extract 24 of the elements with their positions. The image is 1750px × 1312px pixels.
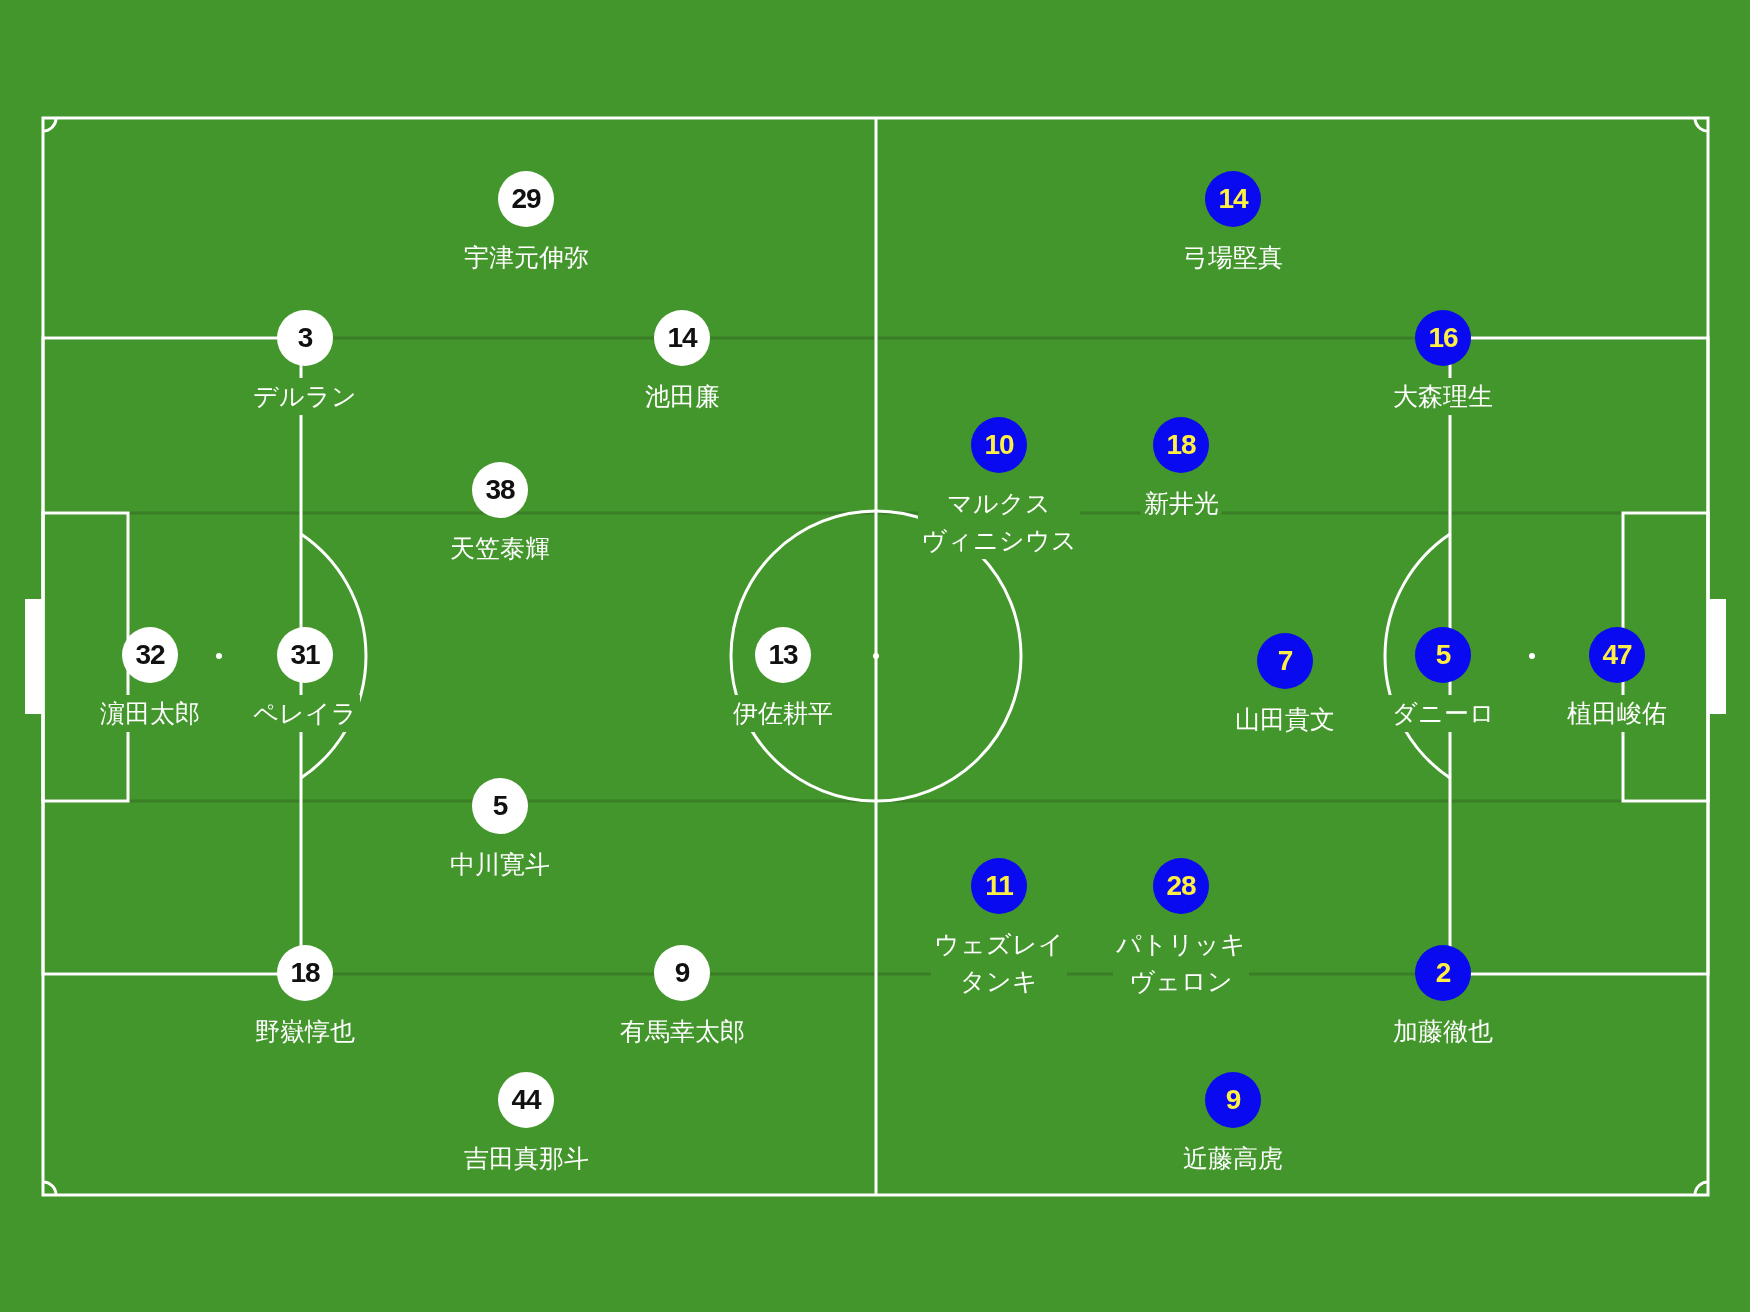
player-name: ペレイラ — [250, 695, 360, 732]
player-number-marker: 31 — [277, 627, 333, 683]
player-number-marker: 14 — [1205, 171, 1261, 227]
player-number-marker: 5 — [1415, 627, 1471, 683]
player-number-marker: 10 — [971, 417, 1027, 473]
player-number-marker: 3 — [277, 310, 333, 366]
player-number-marker: 44 — [498, 1072, 554, 1128]
player-number-marker: 28 — [1153, 858, 1209, 914]
player-name: 植田峻佑 — [1564, 695, 1670, 732]
player-number-marker: 47 — [1589, 627, 1645, 683]
player-number-marker: 7 — [1257, 633, 1313, 689]
player-number-marker: 11 — [971, 858, 1027, 914]
player-number-marker: 13 — [755, 627, 811, 683]
player-number-marker: 9 — [1205, 1072, 1261, 1128]
player-number-marker: 5 — [472, 778, 528, 834]
player-number-marker: 16 — [1415, 310, 1471, 366]
player-number-marker: 2 — [1415, 945, 1471, 1001]
player-number-marker: 14 — [654, 310, 710, 366]
player-number-marker: 32 — [122, 627, 178, 683]
player-number-marker: 38 — [472, 462, 528, 518]
player-number-marker: 9 — [654, 945, 710, 1001]
player-number-marker: 18 — [277, 945, 333, 1001]
player-number-marker: 29 — [498, 171, 554, 227]
player-number-marker: 18 — [1153, 417, 1209, 473]
